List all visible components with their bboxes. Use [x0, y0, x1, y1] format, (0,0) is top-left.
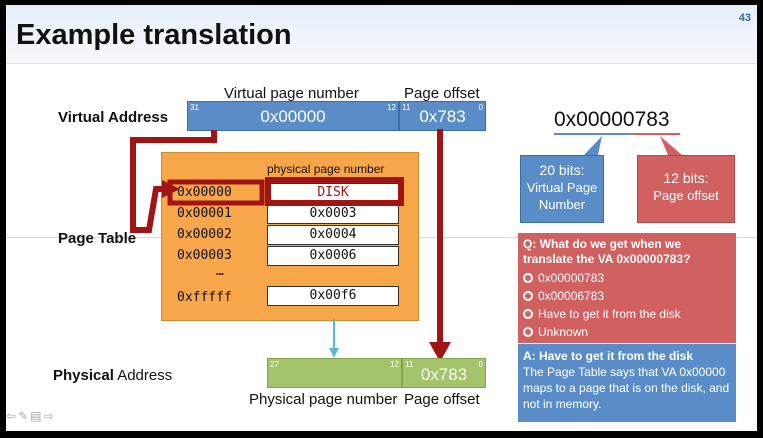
physical-label-rest: Address: [113, 367, 173, 384]
next-slide-icon[interactable]: ⇨: [43, 409, 56, 423]
option-text: 0x00006783: [538, 289, 605, 303]
physical-address-label: Physical Address: [53, 367, 172, 384]
phys-bit-11: 11: [405, 360, 414, 369]
physical-offset-field: 11 0 0x783: [402, 358, 486, 388]
physical-ppn-field: 27 12: [267, 358, 402, 388]
slide-nav: ⇦✎▤⇨: [6, 409, 56, 423]
question-option-1: 0x00000783: [523, 271, 604, 285]
full-address-text: 0x00000783: [554, 108, 670, 131]
vpn-bits-line2: Virtual Page: [526, 180, 598, 195]
pt-ellipsis: …: [216, 264, 224, 279]
option-ring-icon: [523, 327, 533, 337]
pt-ppn-1: 0x0003: [267, 204, 399, 224]
slide: Example translation 43 Virtual Address V…: [6, 5, 757, 431]
full-address: 0x00000783: [554, 108, 670, 132]
answer-title: A: Have to get it from the disk: [523, 349, 694, 363]
pt-ppn-2: 0x0004: [267, 225, 399, 245]
page-table-label: Page Table: [58, 230, 137, 247]
offset-bits-line1: 12 bits:: [663, 170, 709, 186]
offset-arrowhead: [429, 342, 451, 362]
pt-ppn-last: 0x00f6: [267, 286, 399, 306]
pt-vpn-1: 0x00001: [177, 206, 232, 221]
bit-11: 11: [402, 103, 411, 112]
offset-bits-callout: 12 bits: Page offset: [637, 155, 735, 223]
vpn-highlight-box: [167, 179, 265, 206]
title-bar: Example translation 43: [6, 5, 757, 64]
option-text: Have to get it from the disk: [538, 307, 681, 321]
option-ring-icon: [523, 309, 533, 319]
pt-vpn-last: 0xfffff: [177, 290, 232, 305]
offset-footer: Page offset: [404, 391, 480, 408]
option-ring-icon: [523, 291, 533, 301]
vpn-bits-line3: Number: [538, 197, 586, 212]
question-option-3: Have to get it from the disk: [523, 307, 681, 321]
phys-bit-12: 12: [390, 360, 399, 369]
answer-box: A: Have to get it from the disk The Page…: [518, 344, 736, 422]
vpn-underline: [554, 133, 634, 135]
answer-text: A: Have to get it from the disk The Page…: [523, 348, 735, 412]
pt-ppn-3: 0x0006: [267, 246, 399, 266]
bit-0: 0: [478, 103, 483, 112]
pt-vpn-2: 0x00002: [177, 227, 232, 242]
phys-bit-27: 27: [270, 360, 279, 369]
slide-number: 43: [738, 12, 751, 24]
answer-body: The Page Table says that VA 0x00000 maps…: [523, 365, 730, 411]
slide-title: Example translation: [16, 19, 292, 51]
page-table-header: physical page number: [267, 162, 385, 176]
vpn-header: Virtual page number: [224, 85, 359, 102]
bit-12: 12: [387, 103, 396, 112]
virtual-offset-value: 0x783: [419, 107, 466, 126]
vpn-callout-pointer: [584, 136, 602, 155]
question-option-4: Unknown: [523, 325, 588, 339]
question-option-2: 0x00006783: [523, 289, 604, 303]
disk-highlight-box: [265, 177, 404, 206]
pt-vpn-0: 0x00000: [177, 185, 232, 200]
pt-vpn-3: 0x00003: [177, 248, 232, 263]
virtual-vpn-value: 0x00000: [260, 107, 326, 126]
translation-arrows: [130, 129, 451, 362]
virtual-address-label: Virtual Address: [58, 109, 169, 126]
menu-icon[interactable]: ▤: [30, 409, 44, 423]
ppn-footer: Physical page number: [249, 391, 398, 408]
option-text: Unknown: [538, 325, 589, 339]
option-ring-icon: [523, 273, 533, 283]
virtual-offset-field: 11 0 0x783: [399, 101, 486, 131]
physical-label-bold: Physical: [53, 367, 114, 384]
offset-underline: [634, 133, 680, 135]
vpn-bits-line1: 20 bits:: [539, 162, 585, 178]
question-box: Q: What do we get when we translate the …: [518, 233, 736, 343]
ppn-arrowhead: [329, 348, 339, 358]
question-title: Q: What do we get when we translate the …: [523, 237, 691, 266]
vpn-bits-callout: 20 bits: Virtual Page Number: [520, 155, 604, 223]
option-text: 0x00000783: [538, 271, 605, 285]
offset-header: Page offset: [404, 85, 480, 102]
pen-icon[interactable]: ✎: [18, 409, 31, 423]
phys-bit-0: 0: [478, 360, 483, 369]
prev-slide-icon[interactable]: ⇦: [6, 409, 19, 423]
vpn-to-table-arrow: [130, 130, 217, 233]
virtual-vpn-field: 31 12 0x00000: [187, 101, 399, 131]
offset-bits-line2: Page offset: [653, 188, 719, 203]
callout-pointers: [584, 136, 682, 155]
physical-offset-value: 0x783: [420, 365, 468, 384]
bit-31: 31: [190, 103, 199, 112]
offset-callout-pointer: [660, 136, 682, 155]
